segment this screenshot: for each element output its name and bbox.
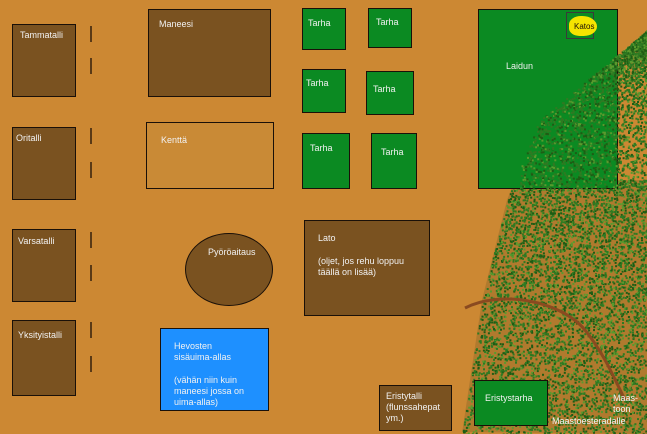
- label-oritalli: Oritalli: [16, 133, 42, 143]
- label-maastoon[interactable]: Maas-toon: [613, 393, 639, 414]
- fence-post: [90, 26, 92, 42]
- label-paddock: Tarha: [373, 84, 396, 94]
- paddock-5[interactable]: Tarha: [302, 133, 350, 189]
- paddock-4[interactable]: Tarha: [366, 71, 414, 115]
- building-maneesi[interactable]: Maneesi: [148, 9, 271, 97]
- label-lato: Lato: [318, 233, 336, 243]
- paddock-2[interactable]: Tarha: [368, 8, 412, 48]
- building-tammatalli[interactable]: Tammatalli: [12, 24, 76, 97]
- label-eristytalli: Eristytalli (flunssahepat ym.): [386, 391, 441, 423]
- building-oritalli[interactable]: Oritalli: [12, 127, 76, 200]
- label-yksityistalli: Yksityistalli: [18, 330, 63, 340]
- label-eristystarha: Eristystarha: [485, 393, 533, 403]
- label-lato-note: (oljet, jos rehu loppuu täällä on lisää): [318, 256, 405, 277]
- label-laidun: Laidun: [506, 61, 534, 71]
- label-paddock: Tarha: [381, 147, 404, 157]
- fence-post: [90, 322, 92, 338]
- label-paddock: Tarha: [308, 18, 331, 28]
- paddock-1[interactable]: Tarha: [302, 8, 346, 50]
- label-paddock: Tarha: [376, 17, 399, 27]
- label-paddock: Tarha: [306, 78, 329, 88]
- label-pool: Hevosten sisäuima-allas: [174, 341, 232, 362]
- label-varsatalli: Varsatalli: [18, 236, 55, 246]
- building-pool[interactable]: Hevosten sisäuima-allas (vähän niin kuin…: [160, 328, 269, 411]
- building-eristytalli[interactable]: Eristytalli (flunssahepat ym.): [379, 385, 452, 431]
- fence-post: [90, 162, 92, 178]
- fence-post: [90, 232, 92, 248]
- building-lato[interactable]: Lato (oljet, jos rehu loppuu täällä on l…: [304, 220, 430, 316]
- label-katos: Katos: [574, 22, 595, 31]
- paddock-3[interactable]: Tarha: [302, 69, 346, 113]
- shelter-katos[interactable]: Katos: [566, 12, 597, 39]
- paddock-eristystarha[interactable]: Eristystarha: [474, 380, 548, 426]
- building-pyoroaitaus[interactable]: Pyöröaitaus: [185, 233, 273, 306]
- fence-post: [90, 58, 92, 74]
- building-kentta[interactable]: Kenttä: [146, 122, 274, 189]
- building-yksityistalli[interactable]: Yksityistalli: [12, 320, 76, 396]
- shelter-blob: [569, 16, 597, 36]
- label-pyoroaitaus: Pyöröaitaus: [208, 247, 256, 257]
- label-paddock: Tarha: [310, 143, 333, 153]
- fence-post: [90, 265, 92, 281]
- label-tammatalli: Tammatalli: [20, 30, 64, 40]
- fence-post: [90, 128, 92, 144]
- label-pool-note: (vähän niin kuin maneesi jossa on uima-a…: [174, 375, 245, 407]
- label-kentta: Kenttä: [161, 135, 188, 145]
- label-maneesi: Maneesi: [159, 19, 194, 29]
- fence-post: [90, 356, 92, 372]
- label-maastoesteradalle[interactable]: Maastoesteradalle: [552, 416, 626, 426]
- building-varsatalli[interactable]: Varsatalli: [12, 229, 76, 302]
- paddock-6[interactable]: Tarha: [371, 133, 417, 189]
